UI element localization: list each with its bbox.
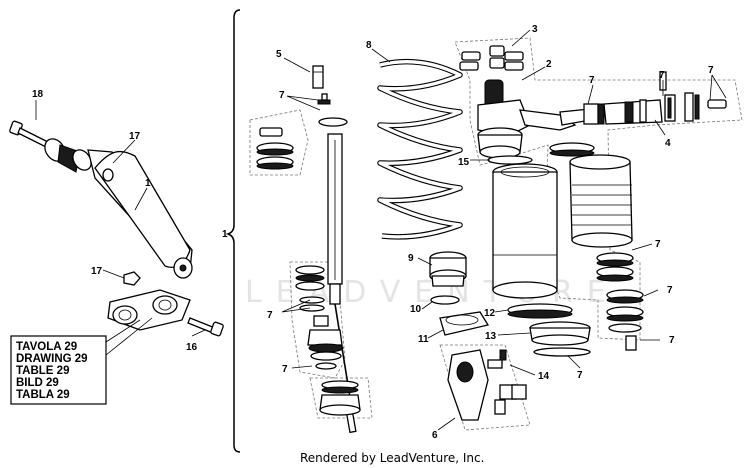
shock-body xyxy=(87,149,193,279)
ring xyxy=(318,117,348,127)
callout-7: 7 xyxy=(669,335,675,346)
callout-17: 17 xyxy=(129,131,141,142)
callout-7: 7 xyxy=(659,70,665,81)
part-11-spring-seat xyxy=(439,311,490,336)
legend-line: TABLA 29 xyxy=(16,389,70,401)
callout-4: 4 xyxy=(665,138,671,149)
legend-line: TABLE 29 xyxy=(16,365,69,377)
washer xyxy=(321,93,328,101)
part-6-lower-eye xyxy=(447,349,527,421)
legend-line: TAVOLA 29 xyxy=(16,341,77,353)
group-outline-upper-left xyxy=(249,109,309,176)
callout-7: 7 xyxy=(267,310,273,321)
seal-stack-left xyxy=(295,265,344,370)
callout-12: 12 xyxy=(484,308,496,319)
shock-top-cap xyxy=(44,138,92,173)
seal-stack-upper xyxy=(256,127,294,170)
part-2-upper-mount xyxy=(477,79,577,159)
legend-line: BILD 29 xyxy=(16,377,59,389)
callout-16: 16 xyxy=(186,342,198,353)
callout-9: 9 xyxy=(408,253,414,264)
render-credit: Rendered by LeadVenture, Inc. xyxy=(300,451,484,465)
bolt-16 xyxy=(187,317,224,337)
ring xyxy=(549,149,595,157)
part-9-spacer xyxy=(429,251,467,287)
part-3-seal-kit xyxy=(459,45,524,71)
jounce-bumper xyxy=(569,154,633,248)
callout-15: 15 xyxy=(458,157,470,168)
callout-10: 10 xyxy=(410,304,422,315)
callout-18: 18 xyxy=(32,89,44,100)
lower-bracket xyxy=(107,289,191,331)
bolt-18 xyxy=(9,120,51,149)
callout-7: 7 xyxy=(708,65,714,76)
part-14-spring-clip xyxy=(533,347,591,357)
part-4-reservoir xyxy=(559,71,727,126)
callout-1: 1 xyxy=(222,229,228,240)
callout-1: 1 xyxy=(145,178,151,189)
callout-13: 13 xyxy=(485,331,497,342)
callout-7: 7 xyxy=(279,90,285,101)
callout-7: 7 xyxy=(667,285,673,296)
seal-stack-right xyxy=(596,252,644,351)
callout-14: 14 xyxy=(538,371,550,382)
callout-7: 7 xyxy=(577,370,583,381)
part-8-coil-spring xyxy=(377,58,463,240)
bottom-out-bumper xyxy=(319,380,361,416)
damper-body xyxy=(492,163,558,299)
group-outline-lower-left xyxy=(309,377,373,419)
part-15-o-ring xyxy=(487,155,533,165)
callout-6: 6 xyxy=(432,430,438,441)
assembly-bracket xyxy=(225,9,241,453)
callout-2: 2 xyxy=(546,59,552,70)
callout-8: 8 xyxy=(366,40,372,51)
part-5-shaft-cap xyxy=(312,65,324,89)
callout-17: 17 xyxy=(91,266,103,277)
callout-3: 3 xyxy=(532,24,538,35)
callout-11: 11 xyxy=(418,334,429,345)
callout-7: 7 xyxy=(589,75,595,86)
part-10-washer xyxy=(430,295,460,305)
part-13-collar xyxy=(529,321,591,346)
part-12-bearing xyxy=(507,303,573,319)
callout-5: 5 xyxy=(276,49,282,60)
callout-7: 7 xyxy=(655,239,661,250)
damper-shaft xyxy=(327,133,357,434)
assembled-shock xyxy=(9,120,224,337)
callout-numbers: 18 17 1 17 16 1 5 7 8 3 2 7 7 7 4 15 7 9… xyxy=(32,24,714,441)
leader-lines xyxy=(35,29,727,431)
callout-7: 7 xyxy=(282,364,288,375)
nut-17 xyxy=(123,271,141,286)
legend-line: DRAWING 29 xyxy=(16,353,88,365)
drawing-legend: TAVOLA 29 DRAWING 29 TABLE 29 BILD 29 TA… xyxy=(10,335,107,405)
